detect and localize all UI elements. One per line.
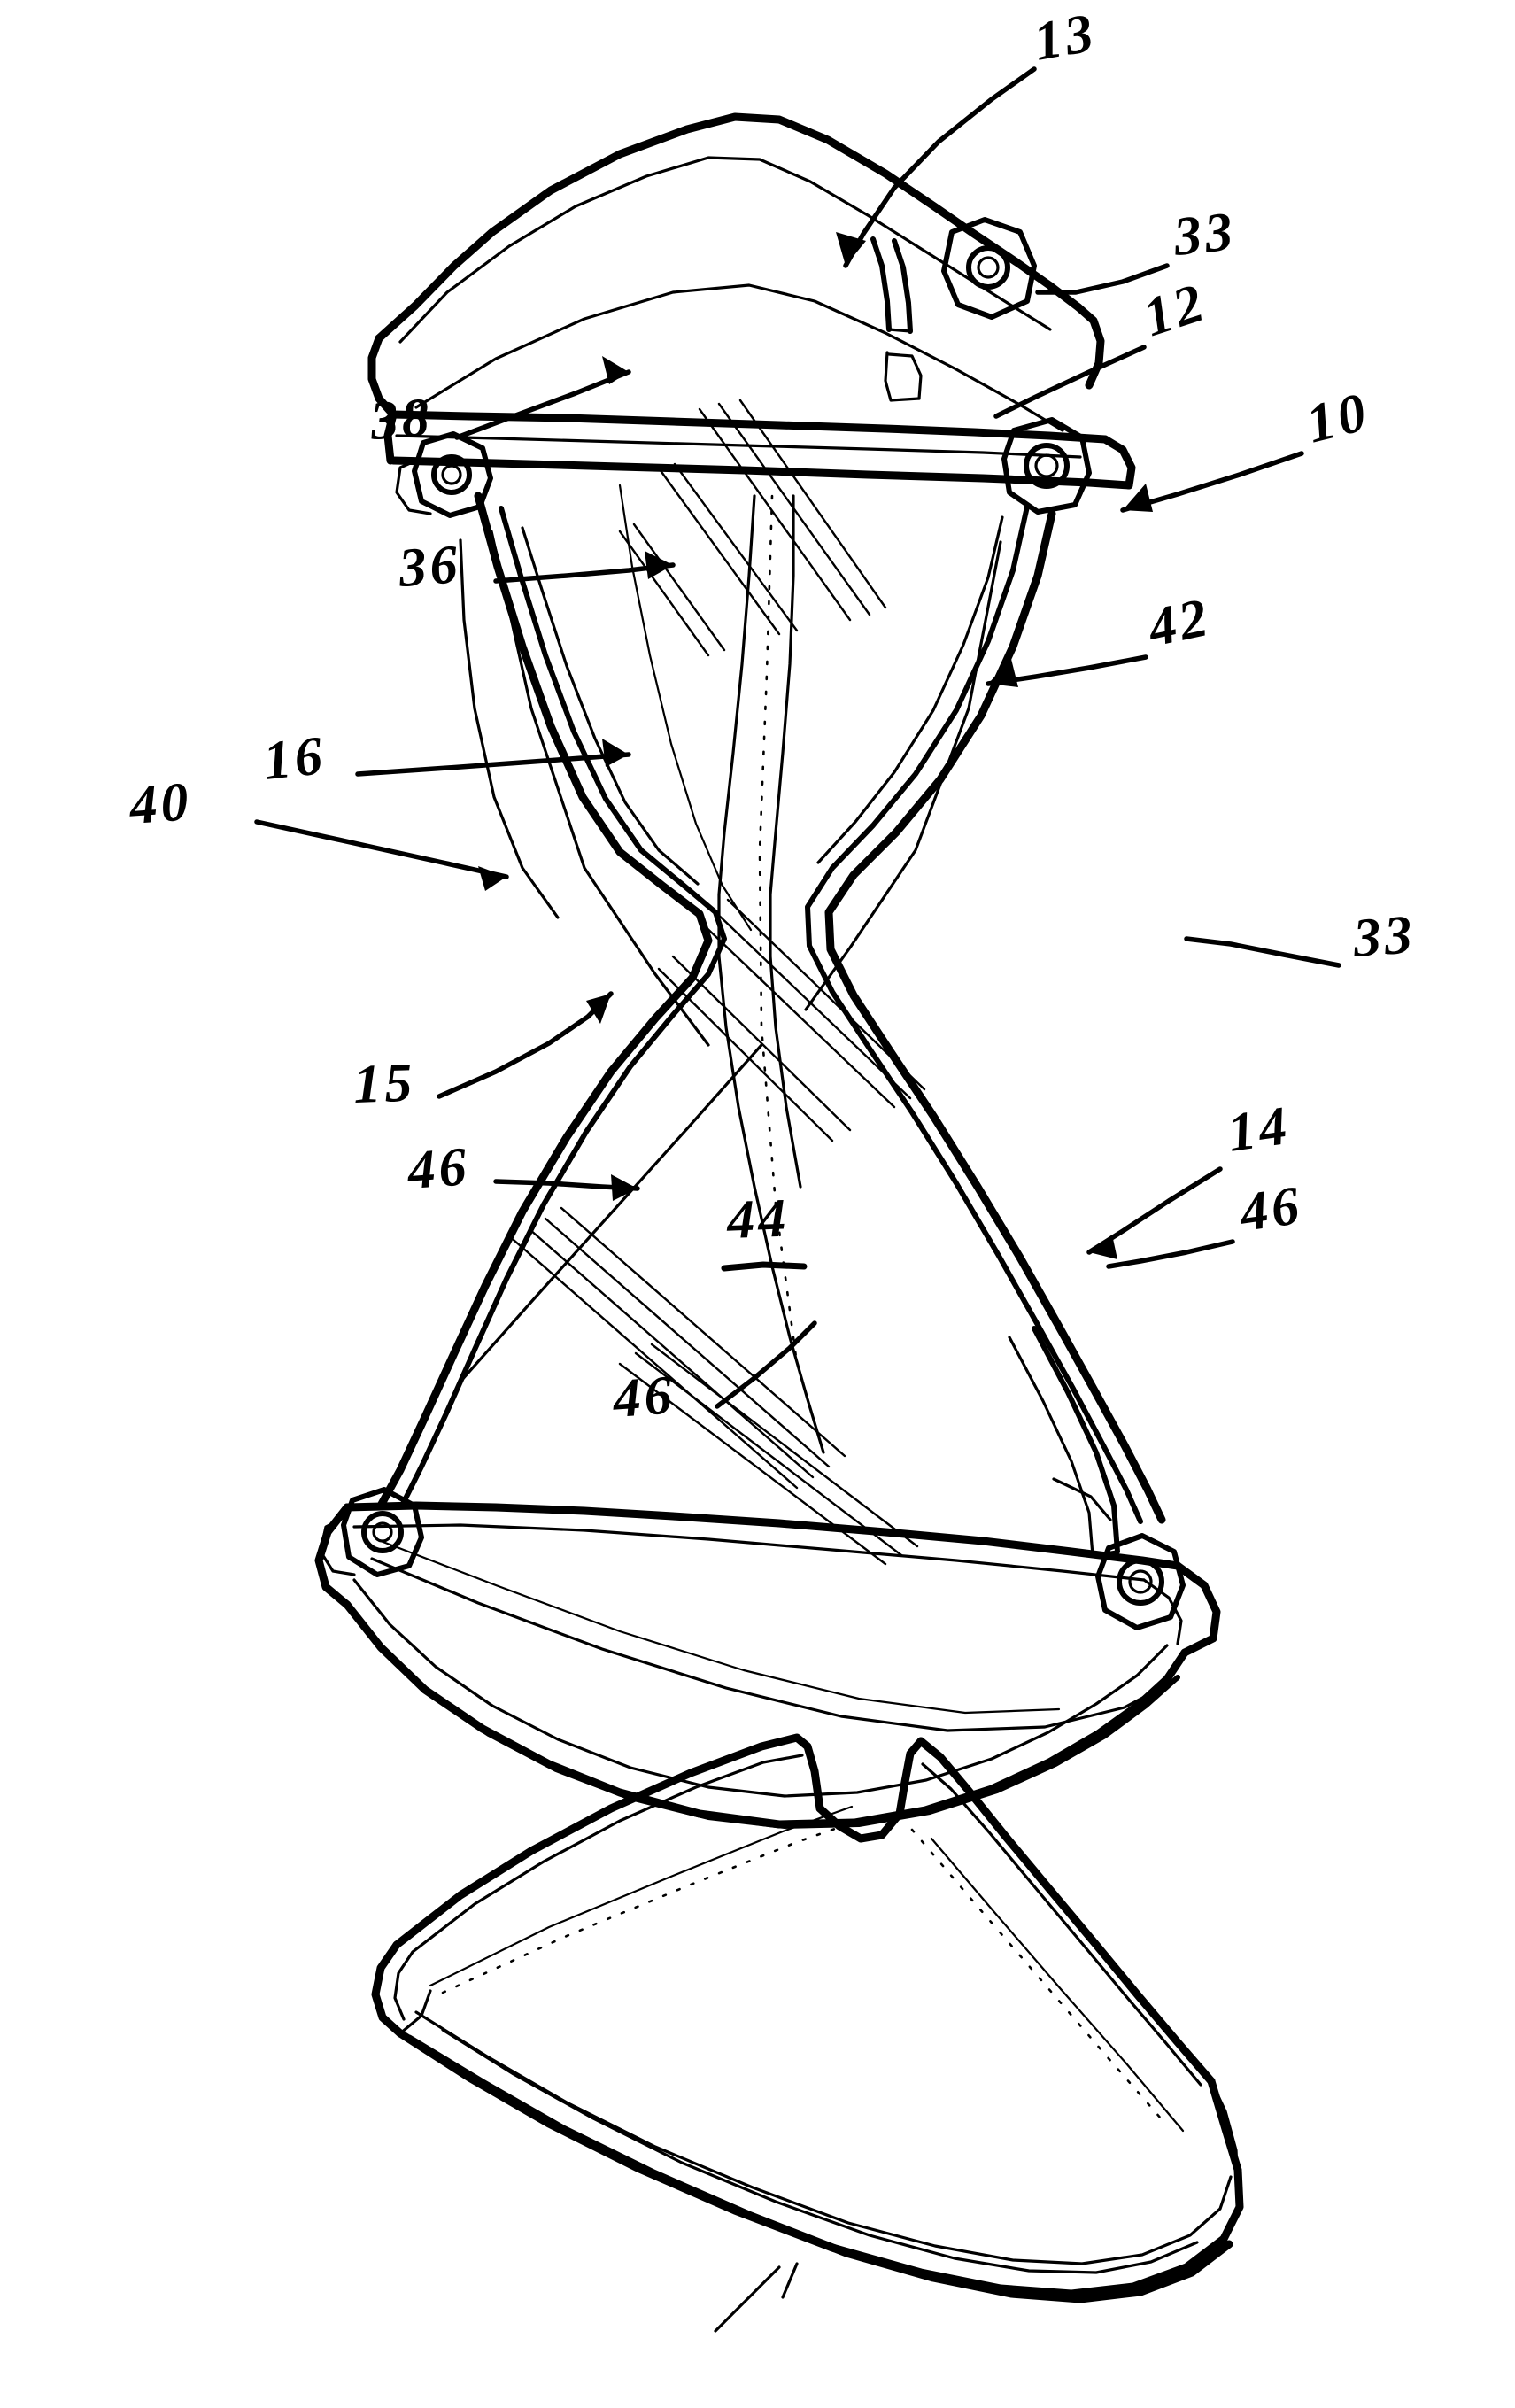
- callout-33-bot: 33: [1350, 904, 1418, 969]
- bottom-flange-group: [314, 1326, 1221, 1829]
- shading-hatch-upper: [618, 399, 887, 657]
- callout-38: 38: [367, 387, 435, 452]
- callout-46-right: 46: [1235, 1175, 1306, 1243]
- callout-16: 16: [260, 725, 329, 792]
- callout-40: 40: [127, 771, 194, 836]
- fastener-boss-bottom-right: [1095, 1533, 1186, 1630]
- callout-13: 13: [1030, 3, 1101, 73]
- callout-36: 36: [396, 534, 463, 599]
- lower-tray-group: [371, 1733, 1244, 2333]
- callout-33-top: 33: [1170, 201, 1239, 267]
- callout-46-bottom: 46: [610, 1365, 677, 1429]
- reference-numerals: 13 33 12 10 38 36 42 16 40 33 15 14 46 4…: [127, 3, 1418, 1429]
- callout-12: 12: [1136, 272, 1214, 348]
- callout-14: 14: [1224, 1096, 1294, 1164]
- callout-10: 10: [1301, 382, 1375, 455]
- leader-lines: [254, 66, 1341, 1409]
- pedestal-body-group: [376, 399, 1166, 1566]
- fastener-boss-bottom-left: [319, 1487, 424, 1577]
- callout-42: 42: [1142, 587, 1217, 659]
- fastener-boss-mid-right: [1001, 417, 1092, 515]
- fastener-boss-top-right: [941, 217, 1037, 320]
- shading-hatch-waist: [657, 898, 926, 1142]
- callout-44: 44: [725, 1189, 790, 1250]
- callout-46-left: 46: [405, 1136, 472, 1201]
- callout-15: 15: [352, 1053, 416, 1115]
